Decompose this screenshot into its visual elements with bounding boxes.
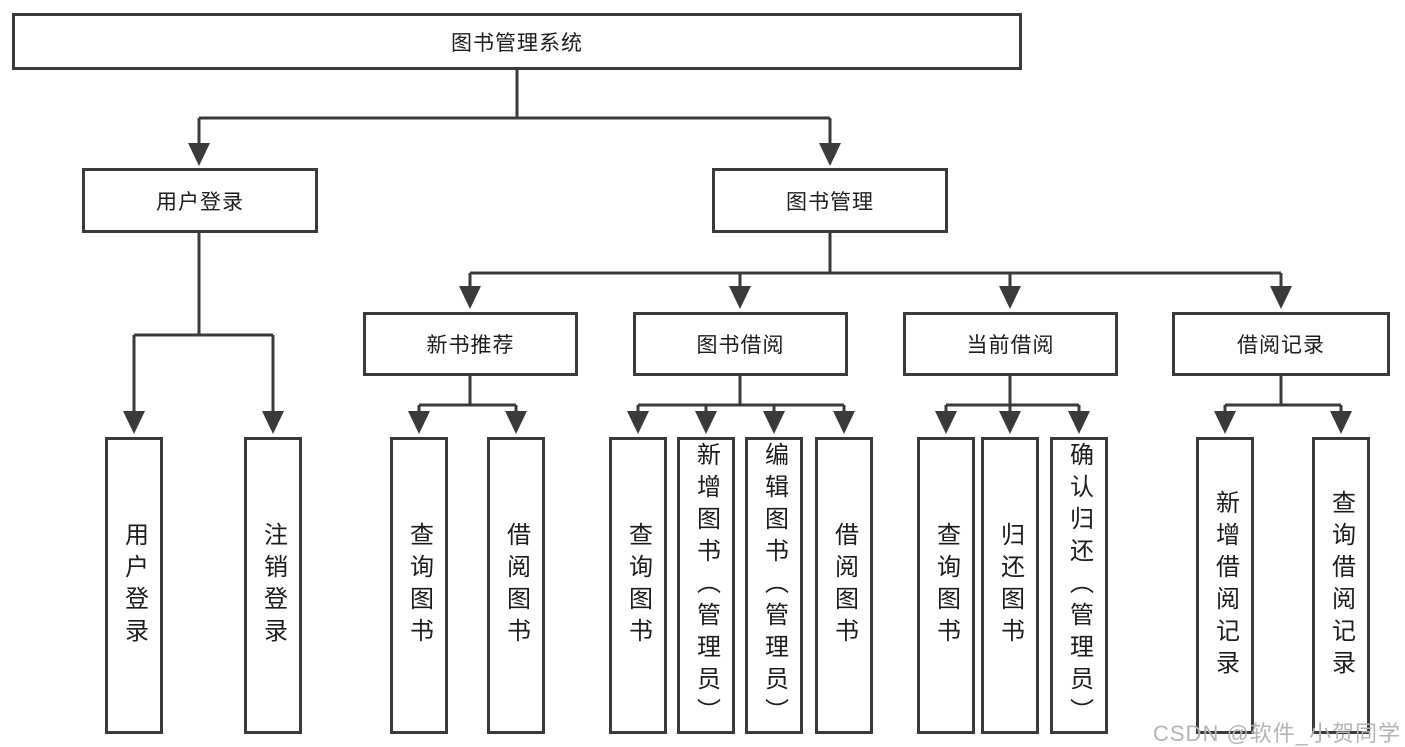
node-current-borrow-label: 当前借阅 [966,334,1055,357]
leaf-borrow-books-recommend: 借阅图书 [487,437,545,734]
leaf-query-books-recommend: 查询图书 [390,437,448,734]
node-borrow-records: 借阅记录 [1172,312,1390,376]
leaf-return-book-label: 归还图书 [996,521,1024,650]
leaf-query-books-borrow: 查询图书 [609,437,667,734]
leaf-logout-label: 注销登录 [259,521,287,650]
node-user-login-label: 用户登录 [156,190,244,214]
leaf-user-login-label: 用户登录 [120,521,148,650]
leaf-confirm-return-admin-label: 确认归还（管理员） [1065,441,1093,730]
leaf-return-book: 归还图书 [981,437,1039,734]
leaf-query-books-borrow-label: 查询图书 [624,521,652,650]
leaf-query-borrow-record: 查询借阅记录 [1312,437,1370,734]
leaf-query-books-recommend-label: 查询图书 [405,521,433,650]
node-book-management: 图书管理 [712,168,948,233]
node-user-login: 用户登录 [82,168,318,233]
connector-root [188,69,841,166]
leaf-borrow-books: 借阅图书 [815,437,873,734]
leaf-logout: 注销登录 [244,437,302,734]
node-borrow-records-label: 借阅记录 [1237,334,1325,357]
connector-book-management [459,233,1292,309]
leaf-add-book-admin-label: 新增图书（管理员） [692,441,720,730]
watermark: CSDN @软件_小贺同学 [1153,721,1402,746]
leaf-confirm-return-admin: 确认归还（管理员） [1050,437,1108,734]
leaf-edit-book-admin-label: 编辑图书（管理员） [760,441,788,730]
leaf-query-borrow-record-label: 查询借阅记录 [1327,489,1355,682]
node-book-borrow: 图书借阅 [633,312,848,376]
leaf-user-login: 用户登录 [105,437,163,734]
node-new-book-recommend: 新书推荐 [363,312,578,376]
node-library-system-label: 图书管理系统 [451,31,583,55]
node-book-management-label: 图书管理 [786,190,874,214]
leaf-add-borrow-record: 新增借阅记录 [1196,437,1254,734]
node-library-system: 图书管理系统 [12,13,1022,70]
connector-borrow-records [1214,376,1352,434]
leaf-add-book-admin: 新增图书（管理员） [677,437,735,734]
node-current-borrow: 当前借阅 [903,312,1118,376]
leaf-borrow-books-label: 借阅图书 [830,521,858,650]
leaf-borrow-books-recommend-label: 借阅图书 [502,521,530,650]
leaf-query-books-current: 查询图书 [917,437,975,734]
connector-new-book-recommend [408,376,527,434]
node-new-book-recommend-label: 新书推荐 [426,334,515,357]
leaf-add-borrow-record-label: 新增借阅记录 [1211,489,1239,682]
connector-book-borrow [627,376,855,434]
leaf-query-books-current-label: 查询图书 [932,521,960,650]
connector-current-borrow [935,376,1090,434]
leaf-edit-book-admin: 编辑图书（管理员） [745,437,803,734]
node-book-borrow-label: 图书借阅 [696,334,785,357]
connector-user-login [123,233,284,434]
